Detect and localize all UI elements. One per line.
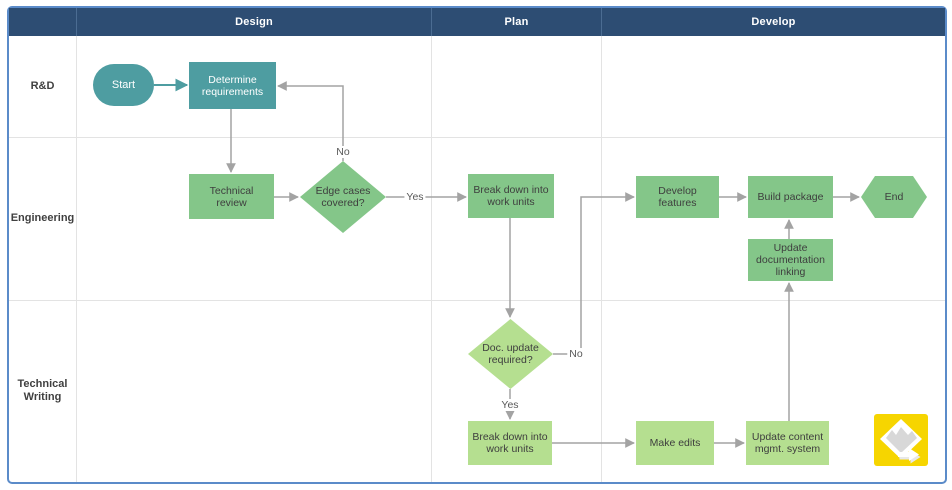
lane-label-engineering: Engineering [10, 212, 75, 224]
node-update-documentation-linking[interactable]: Update documentation linking [748, 239, 833, 281]
grid-line-lane-separator [9, 300, 945, 301]
connector-edgecases-no-loop [277, 81, 344, 161]
edge-label-yes: Yes [404, 191, 426, 203]
diamond-shape [300, 161, 386, 233]
edge-label-yes: Yes [499, 399, 521, 411]
edge-label-no: No [334, 146, 352, 158]
node-develop-features[interactable]: Develop features [636, 176, 719, 218]
phase-label: Develop [751, 16, 796, 28]
edge-label-no: No [567, 348, 585, 360]
diagram-app-watermark-icon[interactable] [874, 414, 928, 466]
diamond-shape [468, 319, 553, 389]
connector-docupdate-no [553, 192, 635, 355]
node-technical-review[interactable]: Technical review [189, 174, 274, 219]
grid-line-vertical [431, 36, 432, 482]
node-break-down-work-units-tw[interactable]: Break down into work units [468, 421, 552, 465]
node-break-down-work-units-eng[interactable]: Break down into work units [468, 174, 554, 218]
grid-line-lane-separator [9, 137, 945, 138]
node-update-content-mgmt-system[interactable]: Update content mgmt. system [746, 421, 829, 465]
node-determine-requirements[interactable]: Determine requirements [189, 62, 276, 109]
node-doc-update-required[interactable]: Doc. update required? [468, 319, 553, 389]
node-build-package[interactable]: Build package [748, 176, 833, 218]
grid-line-vertical [601, 36, 602, 482]
node-edge-cases-covered[interactable]: Edge cases covered? [300, 161, 386, 233]
phase-label: Plan [504, 16, 529, 28]
node-make-edits[interactable]: Make edits [636, 421, 714, 465]
lane-label-rnd: R&D [30, 80, 55, 92]
phase-header-develop: Develop [601, 8, 945, 36]
hexagon-shape [861, 176, 927, 218]
phase-label: Design [235, 16, 273, 28]
flowchart-canvas: Design Plan Develop R&D Engineering Tech… [7, 6, 947, 484]
node-start[interactable]: Start [93, 64, 154, 106]
phase-header-design: Design [76, 8, 431, 36]
header-corner-cell [9, 8, 76, 36]
grid-line-vertical [76, 36, 77, 482]
node-end[interactable]: End [861, 176, 927, 218]
phase-header-plan: Plan [431, 8, 601, 36]
lane-label-technical-writing: Technical Writing [17, 378, 68, 403]
